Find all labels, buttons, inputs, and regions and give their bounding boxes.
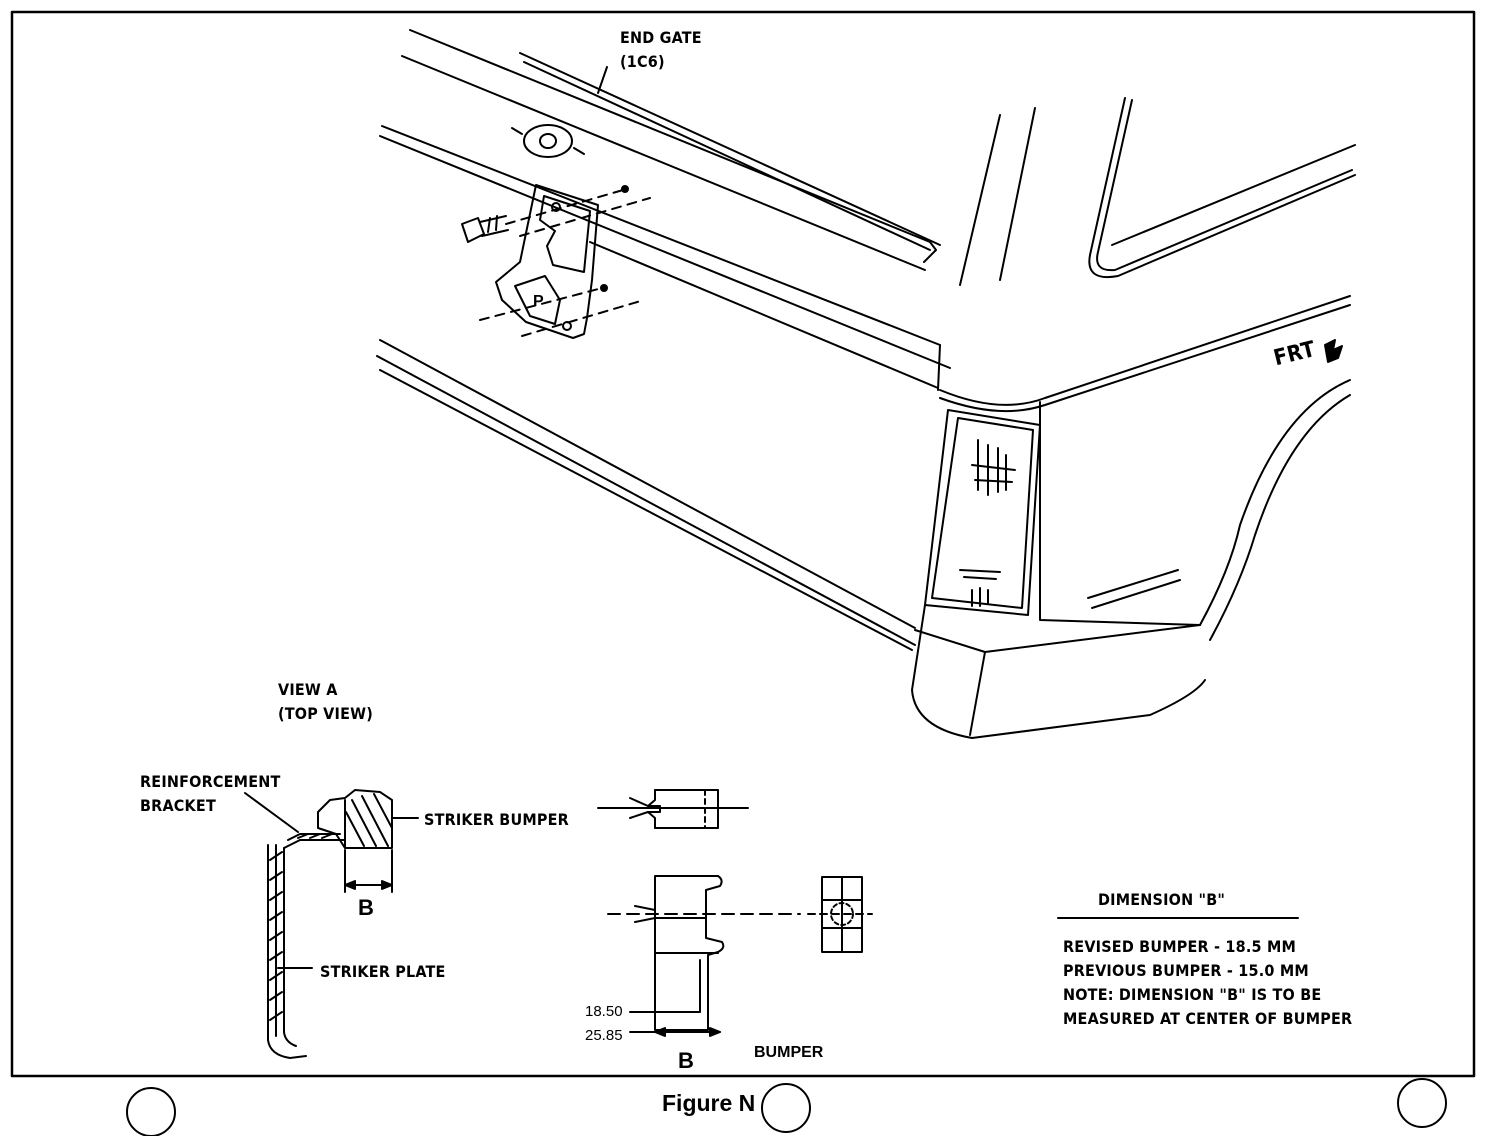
striker-bumper-label: STRIKER BUMPER: [424, 810, 569, 829]
dimension-25-85: 25.85: [585, 1027, 623, 1044]
dimension-table-title: DIMENSION "B": [1098, 890, 1226, 909]
figure-caption: Figure N: [662, 1090, 756, 1116]
end-gate-drawing: [376, 29, 951, 651]
svg-text:P: P: [533, 293, 544, 310]
dimension-b-bottom-label: B: [678, 1048, 694, 1073]
end-gate-label: END GATE: [620, 28, 702, 47]
binder-hole-center: [761, 1083, 811, 1133]
figure-frame: [10, 10, 1476, 1078]
end-gate-code-label: (1C6): [620, 52, 665, 71]
dimension-line-revised: REVISED BUMPER - 18.5 MM: [1063, 937, 1297, 956]
view-a-detail: [244, 789, 419, 1059]
dimension-b-label: B: [358, 895, 374, 920]
view-a-label: VIEW A: [278, 680, 338, 699]
binder-hole-right: [1397, 1078, 1447, 1128]
striker-plate-label: STRIKER PLATE: [320, 962, 446, 981]
dimension-line-note: NOTE: DIMENSION "B" IS TO BE: [1063, 985, 1322, 1004]
dimension-18-50: 18.50: [585, 1003, 623, 1020]
tail-lamp: [924, 409, 1041, 616]
bracket-label: BRACKET: [140, 796, 216, 815]
striker-assembly: P: [461, 184, 651, 339]
reinforcement-label: REINFORCEMENT: [140, 772, 281, 791]
bumper-end-view: [807, 876, 873, 953]
binder-hole-left: [126, 1087, 176, 1136]
bumper-label: BUMPER: [754, 1044, 824, 1061]
bumper-front-view: [607, 875, 801, 1037]
dimension-line-previous: PREVIOUS BUMPER - 15.0 MM: [1063, 961, 1309, 980]
bumper-side-view: [597, 789, 749, 829]
top-view-label: (TOP VIEW): [278, 704, 373, 723]
dimension-line-measured: MEASURED AT CENTER OF BUMPER: [1063, 1009, 1353, 1028]
fender-and-bumper: [911, 379, 1351, 739]
cab-drawing: [937, 97, 1356, 413]
